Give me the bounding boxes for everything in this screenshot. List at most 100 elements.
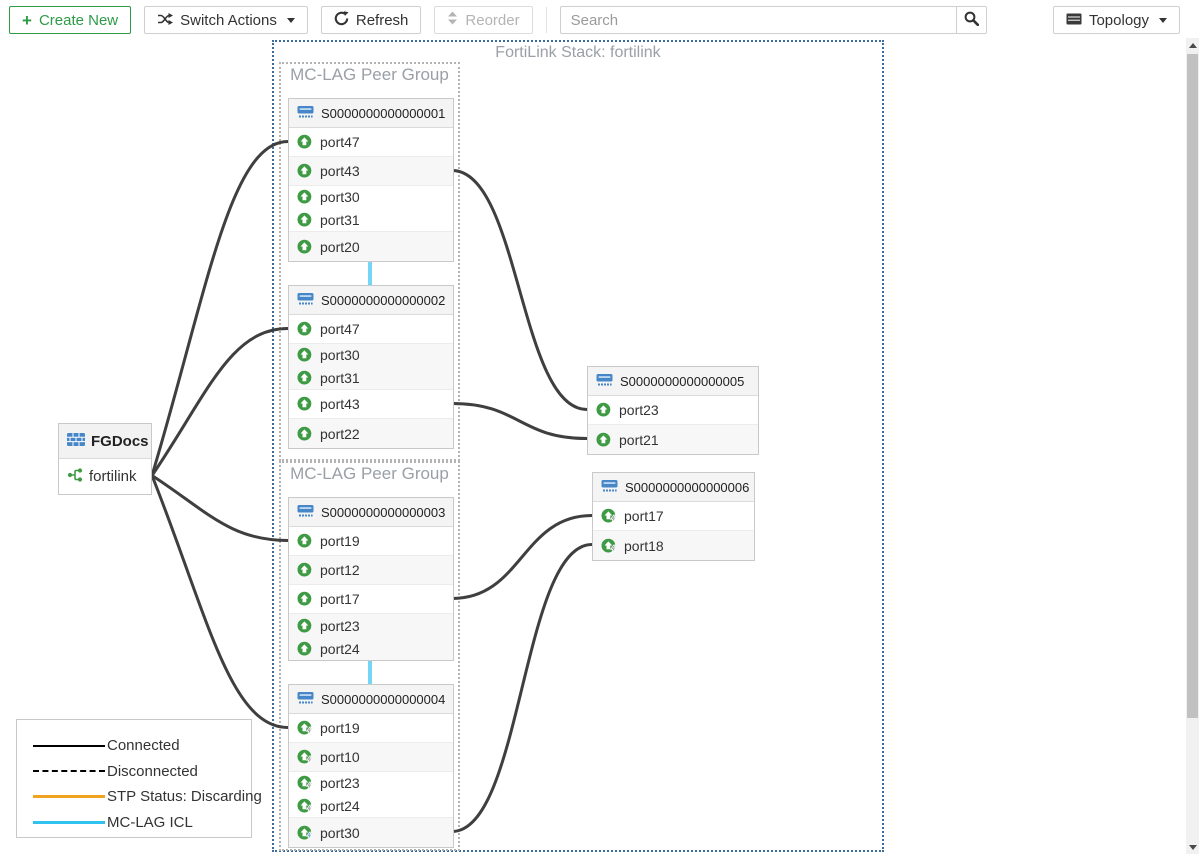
port-row[interactable]: port30 <box>289 818 453 847</box>
port-row[interactable]: port12 <box>289 556 453 585</box>
port-label: port47 <box>320 134 360 150</box>
port-link-up-icon <box>297 163 313 179</box>
port-label: port30 <box>320 825 360 841</box>
switch-name[interactable]: S0000000000000002 <box>289 286 453 315</box>
create-new-button[interactable]: + Create New <box>9 6 131 34</box>
search-input[interactable] <box>560 6 956 34</box>
switch-name[interactable]: S0000000000000003 <box>289 498 453 527</box>
fortigate-icon <box>67 433 85 450</box>
port-row[interactable]: port30 port31 <box>289 186 453 232</box>
port-row[interactable]: port47 <box>289 315 453 344</box>
fortigate-row[interactable]: FGDocs <box>59 424 151 459</box>
port-link-up-icon <box>297 189 313 205</box>
port-row[interactable]: port22 <box>289 419 453 448</box>
port-link-up-icon <box>297 321 313 337</box>
plus-icon: + <box>22 12 32 29</box>
refresh-label: Refresh <box>356 12 409 29</box>
port-row[interactable]: port18 <box>593 531 754 560</box>
link-line <box>152 476 288 541</box>
mclag-peer-group-label: MC-LAG Peer Group <box>281 464 458 484</box>
fortigate-node: FGDocs fortilink <box>58 423 152 495</box>
port-label: port30 <box>320 189 360 205</box>
port-row[interactable]: port19 <box>289 527 453 556</box>
port-label: port47 <box>320 321 360 337</box>
port-row[interactable]: port19 <box>289 714 453 743</box>
port-label: port23 <box>320 618 360 634</box>
port-row[interactable]: port10 <box>289 743 453 772</box>
scroll-up-arrow[interactable] <box>1186 38 1199 52</box>
port-row[interactable]: port30port31 <box>289 344 453 390</box>
legend-label: Connected <box>107 737 180 754</box>
port-poe-icon <box>601 508 617 524</box>
port-row[interactable]: port47 <box>289 128 453 157</box>
reorder-label: Reorder <box>465 12 519 29</box>
port-poe-icon <box>297 775 313 791</box>
port-link-up-icon <box>297 562 313 578</box>
port-label: port23 <box>619 402 659 418</box>
port-label: port31 <box>320 370 360 386</box>
switch-icon <box>297 504 314 520</box>
port-poe-icon <box>297 825 313 841</box>
switch-icon <box>297 105 314 121</box>
legend-label: MC-LAG ICL <box>107 814 193 831</box>
scrollbar-thumb[interactable] <box>1187 54 1198 718</box>
port-row[interactable]: port23 port24 <box>289 614 453 660</box>
vertical-scrollbar <box>1186 38 1199 854</box>
port-label: port43 <box>320 396 360 412</box>
topology-view-button[interactable]: Topology <box>1053 6 1180 34</box>
legend-item: MC-LAG ICL <box>33 810 245 836</box>
port-poe-icon <box>297 720 313 736</box>
toolbar-separator <box>546 7 547 33</box>
port-label: port17 <box>624 508 664 524</box>
port-link-up-icon <box>297 347 313 363</box>
port-row[interactable]: port23port24 <box>289 772 453 818</box>
switch-name[interactable]: S0000000000000006 <box>593 473 754 502</box>
port-row[interactable]: port43 <box>289 390 453 419</box>
port-poe-icon <box>601 538 617 554</box>
switch-box: S0000000000000003port19port12port17port2… <box>288 497 454 661</box>
create-new-label: Create New <box>39 12 118 29</box>
switch-name[interactable]: S0000000000000005 <box>588 367 758 396</box>
port-row[interactable]: port21 <box>588 425 758 454</box>
switch-actions-button[interactable]: Switch Actions <box>144 6 308 34</box>
switch-box: S0000000000000006 port17 port18 <box>592 472 755 561</box>
port-label: port31 <box>320 212 360 228</box>
fortilink-row[interactable]: fortilink <box>59 459 151 494</box>
port-row[interactable]: port17 <box>289 585 453 614</box>
switch-box: S0000000000000002 port47 port30port31 port4… <box>288 285 454 449</box>
port-link-up-icon <box>596 402 612 418</box>
legend: Connected Disconnected STP Status: Disca… <box>16 719 252 838</box>
search-button[interactable] <box>956 6 987 34</box>
port-row[interactable]: port17 <box>593 502 754 531</box>
sort-icon <box>447 11 458 29</box>
legend-label: STP Status: Discarding <box>107 788 262 805</box>
switch-name[interactable]: S0000000000000001 <box>289 99 453 128</box>
port-label: port19 <box>320 533 360 549</box>
search-icon <box>964 11 979 29</box>
switch-box: S0000000000000001port47port43port30port3… <box>288 98 454 262</box>
reorder-button[interactable]: Reorder <box>434 6 532 34</box>
refresh-button[interactable]: Refresh <box>321 6 422 34</box>
switch-icon <box>596 373 613 389</box>
port-link-up-icon <box>297 591 313 607</box>
port-label: port43 <box>320 163 360 179</box>
port-label: port12 <box>320 562 360 578</box>
port-label: port21 <box>619 432 659 448</box>
port-link-up-icon <box>297 134 313 150</box>
port-link-up-icon <box>596 432 612 448</box>
fortigate-name: FGDocs <box>91 433 149 450</box>
legend-item: STP Status: Discarding <box>33 784 245 810</box>
switch-icon <box>297 691 314 707</box>
port-row[interactable]: port20 <box>289 232 453 261</box>
port-label: port24 <box>320 641 360 657</box>
legend-label: Disconnected <box>107 763 198 780</box>
link-line <box>152 329 288 476</box>
chevron-down-icon <box>1159 18 1167 23</box>
search-box <box>560 6 987 34</box>
port-row[interactable]: port23 <box>588 396 758 425</box>
switch-name[interactable]: S0000000000000004 <box>289 685 453 714</box>
scroll-down-arrow[interactable] <box>1186 840 1199 854</box>
port-row[interactable]: port43 <box>289 157 453 186</box>
switch-icon <box>601 479 618 495</box>
legend-line-connected <box>33 745 105 747</box>
